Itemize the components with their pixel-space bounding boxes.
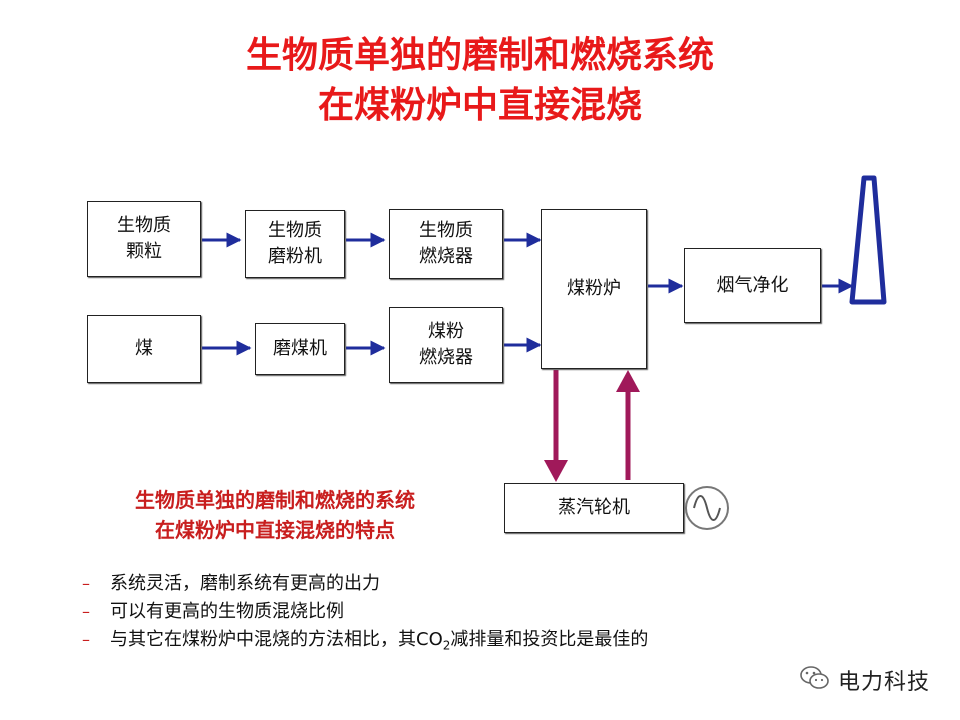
box-coal-label: 煤 <box>135 338 153 359</box>
feature-item: – 与其它在煤粉炉中混烧的方法相比，其CO2减排量和投资比是最佳的 <box>82 626 648 654</box>
feature-item-text: 可以有更高的生物质混烧比例 <box>110 601 344 622</box>
watermark: 电力科技 <box>800 664 930 696</box>
feature-item-text: 系统灵活，磨制系统有更高的出力 <box>110 573 380 594</box>
wechat-icon <box>800 665 830 695</box>
box-coal-mill: 磨煤机 <box>255 323 345 375</box>
watermark-text: 电力科技 <box>837 670 930 695</box>
bullet-marker: – <box>82 602 90 621</box>
box-biomass-mill-label: 生物质 磨粉机 <box>268 220 322 267</box>
bullet-marker: – <box>82 630 90 649</box>
box-coal: 煤 <box>87 315 201 383</box>
generator-icon <box>685 486 729 530</box>
box-coal-burner: 煤粉 燃烧器 <box>389 307 503 383</box>
box-biomass-pellets: 生物质 颗粒 <box>87 201 201 277</box>
arrow-steam-turbine-to-furnace-head <box>616 370 640 392</box>
page-title-line2: 在煤粉炉中直接混烧 <box>317 85 642 126</box>
feature-item: – 系统灵活，磨制系统有更高的出力 <box>82 570 648 598</box>
feature-item-subscript: 2 <box>442 638 451 653</box>
feature-item-text-pre: 与其它在煤粉炉中混烧的方法相比，其CO <box>110 629 443 650</box>
box-biomass-mill: 生物质 磨粉机 <box>245 210 345 278</box>
box-steam-turbine: 蒸汽轮机 <box>504 483 684 533</box>
box-coal-burner-label: 煤粉 燃烧器 <box>419 321 473 368</box>
box-biomass-burner: 生物质 燃烧器 <box>389 209 503 279</box>
box-flue-gas-cleaning: 烟气净化 <box>684 248 821 323</box>
features-title-line1: 生物质单独的磨制和燃烧的系统 <box>135 488 415 512</box>
feature-list: – 系统灵活，磨制系统有更高的出力 – 可以有更高的生物质混烧比例 – 与其它在… <box>82 570 648 654</box>
page-title-line1: 生物质单独的磨制和燃烧系统 <box>245 35 714 76</box>
box-pc-furnace-label: 煤粉炉 <box>567 278 621 299</box>
process-flow-diagram <box>202 175 887 530</box>
box-biomass-burner-label: 生物质 燃烧器 <box>419 220 473 267</box>
features-title-line2: 在煤粉炉中直接混烧的特点 <box>155 518 395 542</box>
box-pc-furnace: 煤粉炉 <box>541 209 647 369</box>
box-biomass-pellets-label: 生物质 颗粒 <box>117 215 171 262</box>
arrow-furnace-to-steam-turbine-head <box>544 460 568 482</box>
feature-item-text-post: 减排量和投资比是最佳的 <box>450 629 649 650</box>
feature-item: – 可以有更高的生物质混烧比例 <box>82 598 648 626</box>
box-steam-turbine-label: 蒸汽轮机 <box>558 497 630 518</box>
chimney-icon <box>849 175 887 305</box>
box-flue-gas-cleaning-label: 烟气净化 <box>716 274 789 296</box>
box-coal-mill-label: 磨煤机 <box>273 338 327 359</box>
bullet-marker: – <box>82 574 90 593</box>
